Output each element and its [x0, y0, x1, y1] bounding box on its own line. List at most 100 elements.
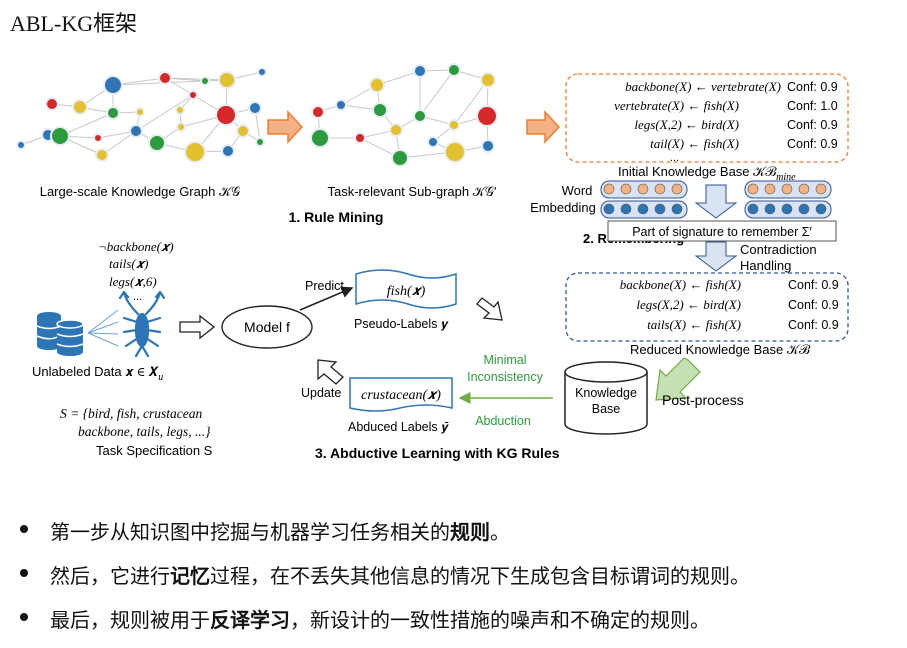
graph-node — [447, 63, 461, 77]
post-process-label: Post-process — [662, 392, 744, 408]
initial-kb-box — [565, 73, 849, 163]
embedding-dot — [798, 203, 810, 215]
graph-node — [200, 76, 210, 86]
embedding-dot — [815, 183, 827, 195]
contradiction-down-arrow — [694, 241, 738, 272]
graph-node — [413, 109, 427, 123]
graph-node — [45, 97, 59, 111]
graph-node — [369, 77, 385, 93]
predict-label: Predict — [305, 279, 344, 293]
graph-edge — [112, 80, 206, 86]
initial-conf-1: Conf: 0.9 — [787, 80, 838, 94]
bullet-dot — [20, 569, 28, 577]
crustacean-icon — [118, 290, 166, 358]
embedding-dot — [798, 183, 810, 195]
large-knowledge-graph — [16, 67, 267, 163]
word-label: Word — [562, 183, 593, 198]
bullet-dot — [20, 525, 28, 533]
sub-kg-label: Task-relevant Sub-graph 𝒦𝒢′ — [327, 184, 497, 199]
graph-node — [391, 149, 409, 167]
graph-node — [106, 106, 120, 120]
embedding-down-arrow — [694, 184, 738, 219]
unlabeled-data-label: Unlabeled Data 𝒙 ∈ 𝑿u — [32, 364, 163, 383]
graph-node — [389, 123, 403, 137]
graph-node — [148, 134, 166, 152]
initial-rule-2: vertebrate(X) ← fish(X) — [614, 98, 739, 113]
signature-box — [607, 220, 837, 242]
initial-conf-4: Conf: 0.9 — [787, 137, 838, 151]
graph-node — [184, 141, 206, 163]
bullet-item: 然后，它进行记忆过程，在不丢失其他信息的情况下生成包含目标谓词的规则。 — [12, 560, 902, 604]
reduced-conf-1: Conf: 0.9 — [788, 278, 839, 292]
embedding-dot — [603, 203, 615, 215]
kb-line1: Knowledge — [575, 386, 637, 400]
model-label: Model f — [244, 319, 290, 335]
graph-node — [221, 144, 235, 158]
graph-node — [95, 148, 109, 162]
step1-label: 1. Rule Mining — [289, 209, 384, 225]
graph-node — [129, 124, 143, 138]
abl-kg-diagram: Large-scale Knowledge Graph 𝒦𝒢 Task-rele… — [16, 63, 849, 461]
update-label: Update — [301, 386, 341, 400]
handling-label: Handling — [740, 258, 791, 273]
graph-node — [448, 119, 460, 131]
graph-node — [236, 124, 250, 138]
embedding-dot — [671, 183, 683, 195]
graph-node — [135, 107, 145, 117]
graph-node — [372, 102, 388, 118]
database-icon — [36, 312, 84, 356]
graph-node — [16, 140, 26, 150]
embedding-dot — [747, 203, 759, 215]
embedding-dot — [781, 203, 793, 215]
reduced-kb-label: Reduced Knowledge Base 𝒦ℬ — [630, 342, 811, 357]
graph-node — [476, 105, 498, 127]
inconsistency-label: Inconsistency — [467, 370, 543, 384]
step3-label: 3. Abductive Learning with KG Rules — [315, 445, 560, 461]
embedding-dot — [764, 183, 776, 195]
query-1: ¬backbone(𝒙) — [98, 239, 174, 254]
graph-node — [248, 101, 262, 115]
green-block-arrow — [655, 357, 701, 401]
query-2: tails(𝒙) — [109, 256, 148, 271]
abduced-label-value: crustacean(𝒙) — [361, 388, 441, 403]
pseudo-label-value: fish(𝒙) — [387, 284, 426, 299]
initial-conf-2: Conf: 1.0 — [787, 99, 838, 113]
graph-node — [50, 126, 70, 146]
embedding-dot — [747, 183, 759, 195]
kb-line2: Base — [592, 402, 621, 416]
graph-node — [175, 105, 185, 115]
graph-node — [413, 64, 427, 78]
embedding-dot — [764, 203, 776, 215]
query-ellipsis: ... — [133, 291, 142, 303]
graph-node — [158, 71, 172, 85]
orange-arrow-2 — [526, 110, 561, 144]
pseudo-label-caption: Pseudo-Labels 𝒚 — [354, 317, 449, 331]
page-title: ABL-KG框架 — [10, 11, 138, 36]
embedding-dot — [637, 183, 649, 195]
graph-node — [480, 72, 496, 88]
spec-line-1: S = {bird, fish, crustacean — [60, 406, 203, 421]
reduced-rule-2: legs(X,2) ← bird(X) — [636, 297, 741, 312]
abduced-label-box — [349, 377, 453, 412]
embedding-dot — [620, 203, 632, 215]
initial-conf-3: Conf: 0.9 — [787, 118, 838, 132]
task-relevant-subgraph — [310, 63, 498, 167]
large-kg-label: Large-scale Knowledge Graph 𝒦𝒢 — [40, 184, 241, 199]
graph-node — [310, 128, 330, 148]
orange-arrow-1 — [267, 110, 304, 144]
graph-edge — [135, 94, 194, 132]
reduced-rule-1: backbone(X) ← fish(X) — [620, 277, 741, 292]
graph-node — [335, 99, 347, 111]
abduced-label-caption: Abduced Labels 𝒚̄ — [348, 420, 449, 434]
contradiction-label: Contradiction — [740, 242, 817, 257]
graph-node — [93, 133, 103, 143]
graph-edge — [453, 79, 489, 126]
embedding-label: Embedding — [530, 200, 596, 215]
graph-node — [427, 136, 439, 148]
data-fan-lines — [87, 309, 119, 347]
graph-node — [481, 139, 495, 153]
graph-node — [72, 99, 88, 115]
graph-node — [444, 141, 466, 163]
initial-rule-4: tail(X) ← fish(X) — [650, 136, 739, 151]
embedding-dot — [671, 203, 683, 215]
